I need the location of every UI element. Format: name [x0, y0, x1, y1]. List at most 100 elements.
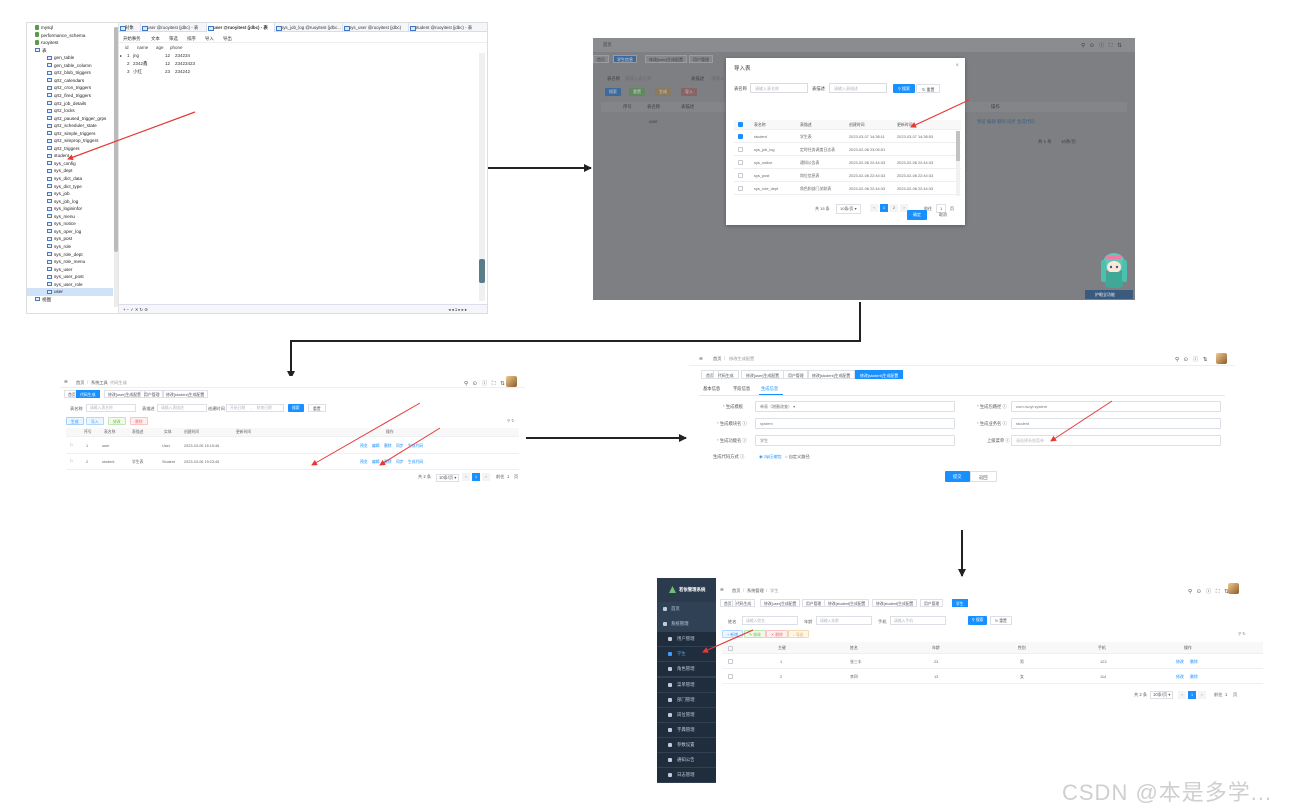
page-size-select[interactable]: 10条/页 ▾ — [1150, 691, 1174, 699]
row-action-edit[interactable]: 编辑 — [372, 460, 380, 464]
row-action-sync[interactable]: 同步 — [396, 460, 404, 464]
row-checkbox[interactable] — [728, 674, 733, 679]
tab-user-1[interactable]: user @ruoyitest (jdbc) - 表 — [141, 23, 207, 32]
next-page-button[interactable]: › — [482, 473, 490, 481]
row-action-sync[interactable]: 同步 — [396, 444, 404, 448]
tab-objects[interactable]: 对象 — [119, 23, 141, 32]
record-nav-icons[interactable]: + − ✓ ✕ ↻ ⊘ — [123, 307, 148, 312]
table-row[interactable]: 3 小红 23 234242 — [127, 69, 191, 74]
eye-care-badge[interactable]: 护眼全功能 — [1085, 290, 1133, 299]
page-size-select[interactable]: 10条/页 ▾ — [436, 474, 460, 482]
sidebar-item[interactable]: 岗位管理 — [657, 707, 716, 722]
tab-sys-job-log[interactable]: sys_job_log @ruoyitest (jdbc... — [275, 23, 343, 32]
tree-item-table[interactable]: qrtz_cron_triggers — [27, 84, 91, 92]
bg-row-ops[interactable]: 预览 编辑 删除 同步 生成代码 — [977, 119, 1035, 124]
prev-page-button[interactable]: ‹ — [870, 204, 878, 212]
row-edit-link[interactable]: 修改 — [1176, 659, 1184, 664]
row-checkbox[interactable] — [738, 173, 743, 178]
avatar[interactable] — [1228, 583, 1239, 594]
sidebar-item[interactable]: 角色管理 — [657, 662, 716, 677]
row-checkbox[interactable] — [738, 147, 743, 152]
sidebar-item[interactable]: 日志管理 — [657, 768, 716, 783]
parent-menu-select[interactable]: 请选择系统菜单 — [1011, 435, 1221, 446]
tree-item-table[interactable]: sys_user_post — [27, 273, 84, 281]
radio-custom-path[interactable]: ○ 自定义路径 — [785, 454, 810, 459]
goto-page-input[interactable]: 1 — [1225, 692, 1228, 697]
import-button[interactable]: 导入 — [205, 36, 214, 41]
begin-transaction-button[interactable]: 开始事务 — [123, 36, 141, 41]
radio-zip[interactable]: ◉ zip压缩包 — [759, 454, 782, 459]
goto-page-input[interactable]: 1 — [936, 204, 947, 213]
page-1[interactable]: 1 — [880, 204, 888, 212]
edit-button[interactable]: ✎ 修改 — [744, 630, 766, 638]
bg-generate-button[interactable]: 生成 — [655, 88, 671, 96]
bg-search-button[interactable]: 搜索 — [605, 88, 621, 96]
next-page-button[interactable]: › — [900, 204, 908, 212]
tree-item-table[interactable]: user — [27, 288, 113, 297]
row-checkbox[interactable]: □ — [70, 443, 73, 447]
row-edit-link[interactable]: 修改 — [1176, 674, 1184, 679]
tree-item-table[interactable]: sys_job_log — [27, 198, 78, 206]
goto-page-input[interactable]: 1 — [507, 474, 510, 479]
bg-table-name-input[interactable]: 请输入表名称 — [625, 76, 652, 81]
sidebar-item[interactable]: 系统管理 — [657, 617, 716, 631]
tree-item-table[interactable]: gen_table_column — [27, 62, 92, 70]
prev-page-button[interactable]: ‹ — [462, 473, 470, 481]
row-action-edit[interactable]: 编辑 — [372, 444, 380, 448]
tree-item-table[interactable]: student — [27, 152, 69, 160]
delete-button[interactable]: 删除 — [130, 417, 148, 425]
tree-item-folder[interactable]: 表 — [27, 47, 47, 55]
select-all-checkbox[interactable] — [738, 122, 743, 127]
package-path-input[interactable]: com.ruoyi.system — [1011, 401, 1221, 412]
date-range-picker[interactable]: 开始日期 - 结束日期 — [226, 404, 284, 412]
breadcrumb-home[interactable]: 首页 — [76, 380, 85, 385]
submit-button[interactable]: 提交 — [945, 471, 970, 482]
tree-scrollbar[interactable] — [114, 27, 118, 307]
tree-item-table[interactable]: sys_role_dept — [27, 251, 83, 259]
row-action-preview[interactable]: 预览 — [360, 460, 368, 464]
sidebar-item[interactable]: 字典管理 — [657, 722, 716, 737]
table-name-input[interactable]: 请输入表名称 — [86, 404, 136, 412]
tab-sys-user[interactable]: sys_user @ruoyitest (jdbc) — [343, 23, 409, 32]
tab-student[interactable]: student @ruoyitest (jdbc) - 表 — [409, 23, 487, 32]
sidebar-item[interactable]: 学生 — [657, 647, 716, 662]
tree-item-database[interactable]: ruoyitest — [27, 39, 58, 47]
sidebar-item[interactable]: 菜单管理 — [657, 677, 716, 692]
tab-generate-info[interactable]: 生成信息 — [761, 386, 779, 391]
tree-item-table[interactable]: qrtz_locks — [27, 107, 75, 115]
table-row[interactable]: 2 2342鑫 12 23423423 — [127, 61, 196, 66]
table-desc-input[interactable]: 请输入表描述 — [157, 404, 207, 412]
avatar[interactable] — [1216, 353, 1227, 364]
tree-item-table[interactable]: sys_dept — [27, 167, 72, 175]
close-icon[interactable]: × — [955, 63, 959, 69]
age-input[interactable]: 请输入年龄 — [816, 616, 872, 625]
table-desc-input[interactable]: 请输入表描述 — [829, 83, 887, 93]
table-row[interactable]: ▸ 1 jng 12 234234 — [120, 53, 191, 58]
export-button[interactable]: 导出 — [223, 36, 232, 41]
sidebar-item[interactable]: 部门管理 — [657, 692, 716, 707]
hamburger-icon[interactable]: ☰ — [64, 379, 68, 384]
tree-item-table[interactable]: qrtz_triggers — [27, 145, 80, 153]
tree-item-database[interactable]: performance_schema — [27, 32, 85, 40]
tree-item-table[interactable]: sys_role_menu — [27, 258, 85, 266]
row-delete-link[interactable]: 删除 — [1190, 674, 1198, 679]
filter-button[interactable]: 筛选 — [169, 36, 178, 41]
row-action-delete[interactable]: 删除 — [384, 460, 392, 464]
breadcrumb-home[interactable]: 首页 — [713, 356, 722, 361]
tree-item-table[interactable]: sys_dict_type — [27, 183, 82, 191]
tree-item-folder[interactable]: 视图 — [27, 296, 51, 304]
tab-field-info[interactable]: 字段信息 — [733, 386, 751, 391]
search-button[interactable]: 搜索 — [288, 404, 304, 412]
phone-input[interactable]: 请输入手机 — [890, 616, 946, 625]
tree-item-table[interactable]: sys_job — [27, 190, 70, 198]
row-delete-link[interactable]: 删除 — [1190, 659, 1198, 664]
breadcrumb-home[interactable]: 首页 — [732, 588, 741, 593]
cancel-button[interactable]: 取消 — [939, 212, 947, 217]
